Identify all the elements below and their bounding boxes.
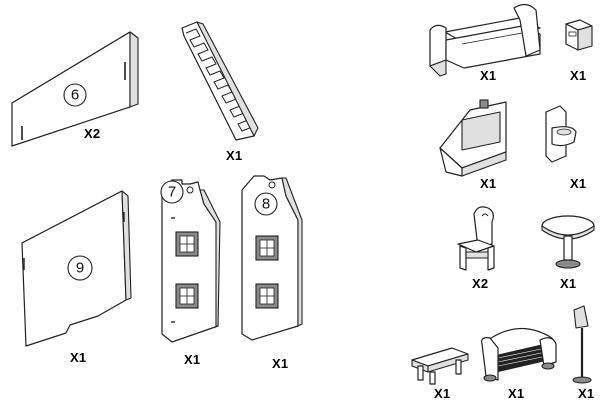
- panel-6: 6: [11, 31, 139, 147]
- quantity-label: X1: [570, 68, 587, 83]
- bathtub: [439, 99, 507, 177]
- floor-lamp: [572, 305, 592, 384]
- quantity-label: X1: [560, 276, 577, 291]
- part-number-badge: [67, 255, 93, 281]
- quantity-label: X1: [434, 386, 451, 401]
- bench: [411, 347, 469, 385]
- bed: [429, 3, 541, 77]
- quantity-label: X1: [480, 176, 497, 191]
- quantity-label: X2: [84, 126, 101, 141]
- staircase: [181, 21, 259, 141]
- quantity-label: X1: [226, 148, 243, 163]
- quantity-label: X2: [472, 276, 489, 291]
- quantity-label: X1: [578, 386, 595, 401]
- round-table: [541, 215, 595, 269]
- part-number-badge: [63, 83, 87, 107]
- quantity-label: X1: [184, 352, 201, 367]
- part-number-badge: [160, 180, 184, 204]
- quantity-label: X1: [570, 176, 587, 191]
- part-number: 8: [262, 196, 270, 213]
- part-number-badge: [254, 192, 278, 216]
- part-number: 9: [76, 260, 84, 277]
- quantity-label: X1: [480, 68, 497, 83]
- part-number: 6: [71, 87, 79, 104]
- panel-9: 9: [21, 190, 132, 347]
- nightstand: [565, 19, 593, 51]
- panel-8: 8: [241, 175, 303, 341]
- chair: [457, 206, 495, 271]
- part-number: 7: [168, 184, 176, 201]
- toilet: [545, 105, 577, 163]
- panel-7: 7: [160, 179, 221, 343]
- quantity-label: X1: [272, 356, 289, 371]
- quantity-label: X1: [508, 386, 525, 401]
- quantity-label: X1: [70, 350, 87, 365]
- sofa: [481, 327, 557, 382]
